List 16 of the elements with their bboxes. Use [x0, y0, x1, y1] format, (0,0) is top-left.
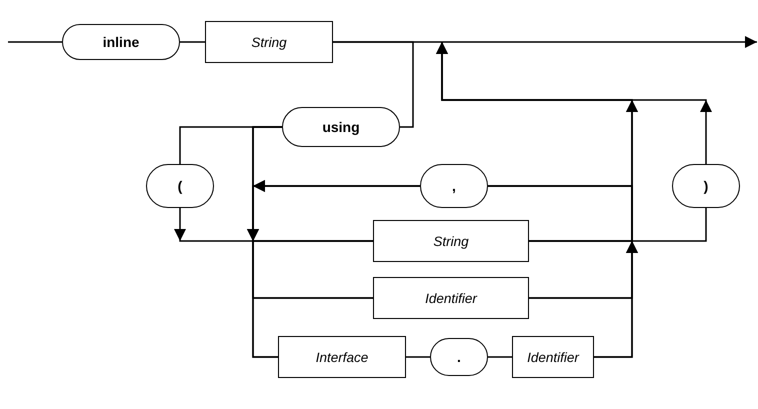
node-label: String: [433, 234, 469, 248]
node-label: ): [704, 178, 708, 194]
node-label: (: [178, 178, 182, 194]
nonterminal-box: [373, 277, 529, 319]
node-label: using: [322, 119, 360, 135]
node-label: inline: [102, 34, 140, 50]
nonterminal-box: [512, 336, 594, 378]
node-label: String: [251, 34, 287, 50]
node-label: Interface: [316, 350, 368, 364]
node-label: Identifier: [425, 290, 477, 306]
nonterminal-box: [205, 21, 333, 63]
node-label: ,: [452, 178, 456, 194]
nonterminal-box: [278, 336, 406, 378]
node-label: Identifier: [527, 350, 579, 364]
node-label: .: [457, 349, 461, 365]
nonterminal-box: [373, 220, 529, 262]
